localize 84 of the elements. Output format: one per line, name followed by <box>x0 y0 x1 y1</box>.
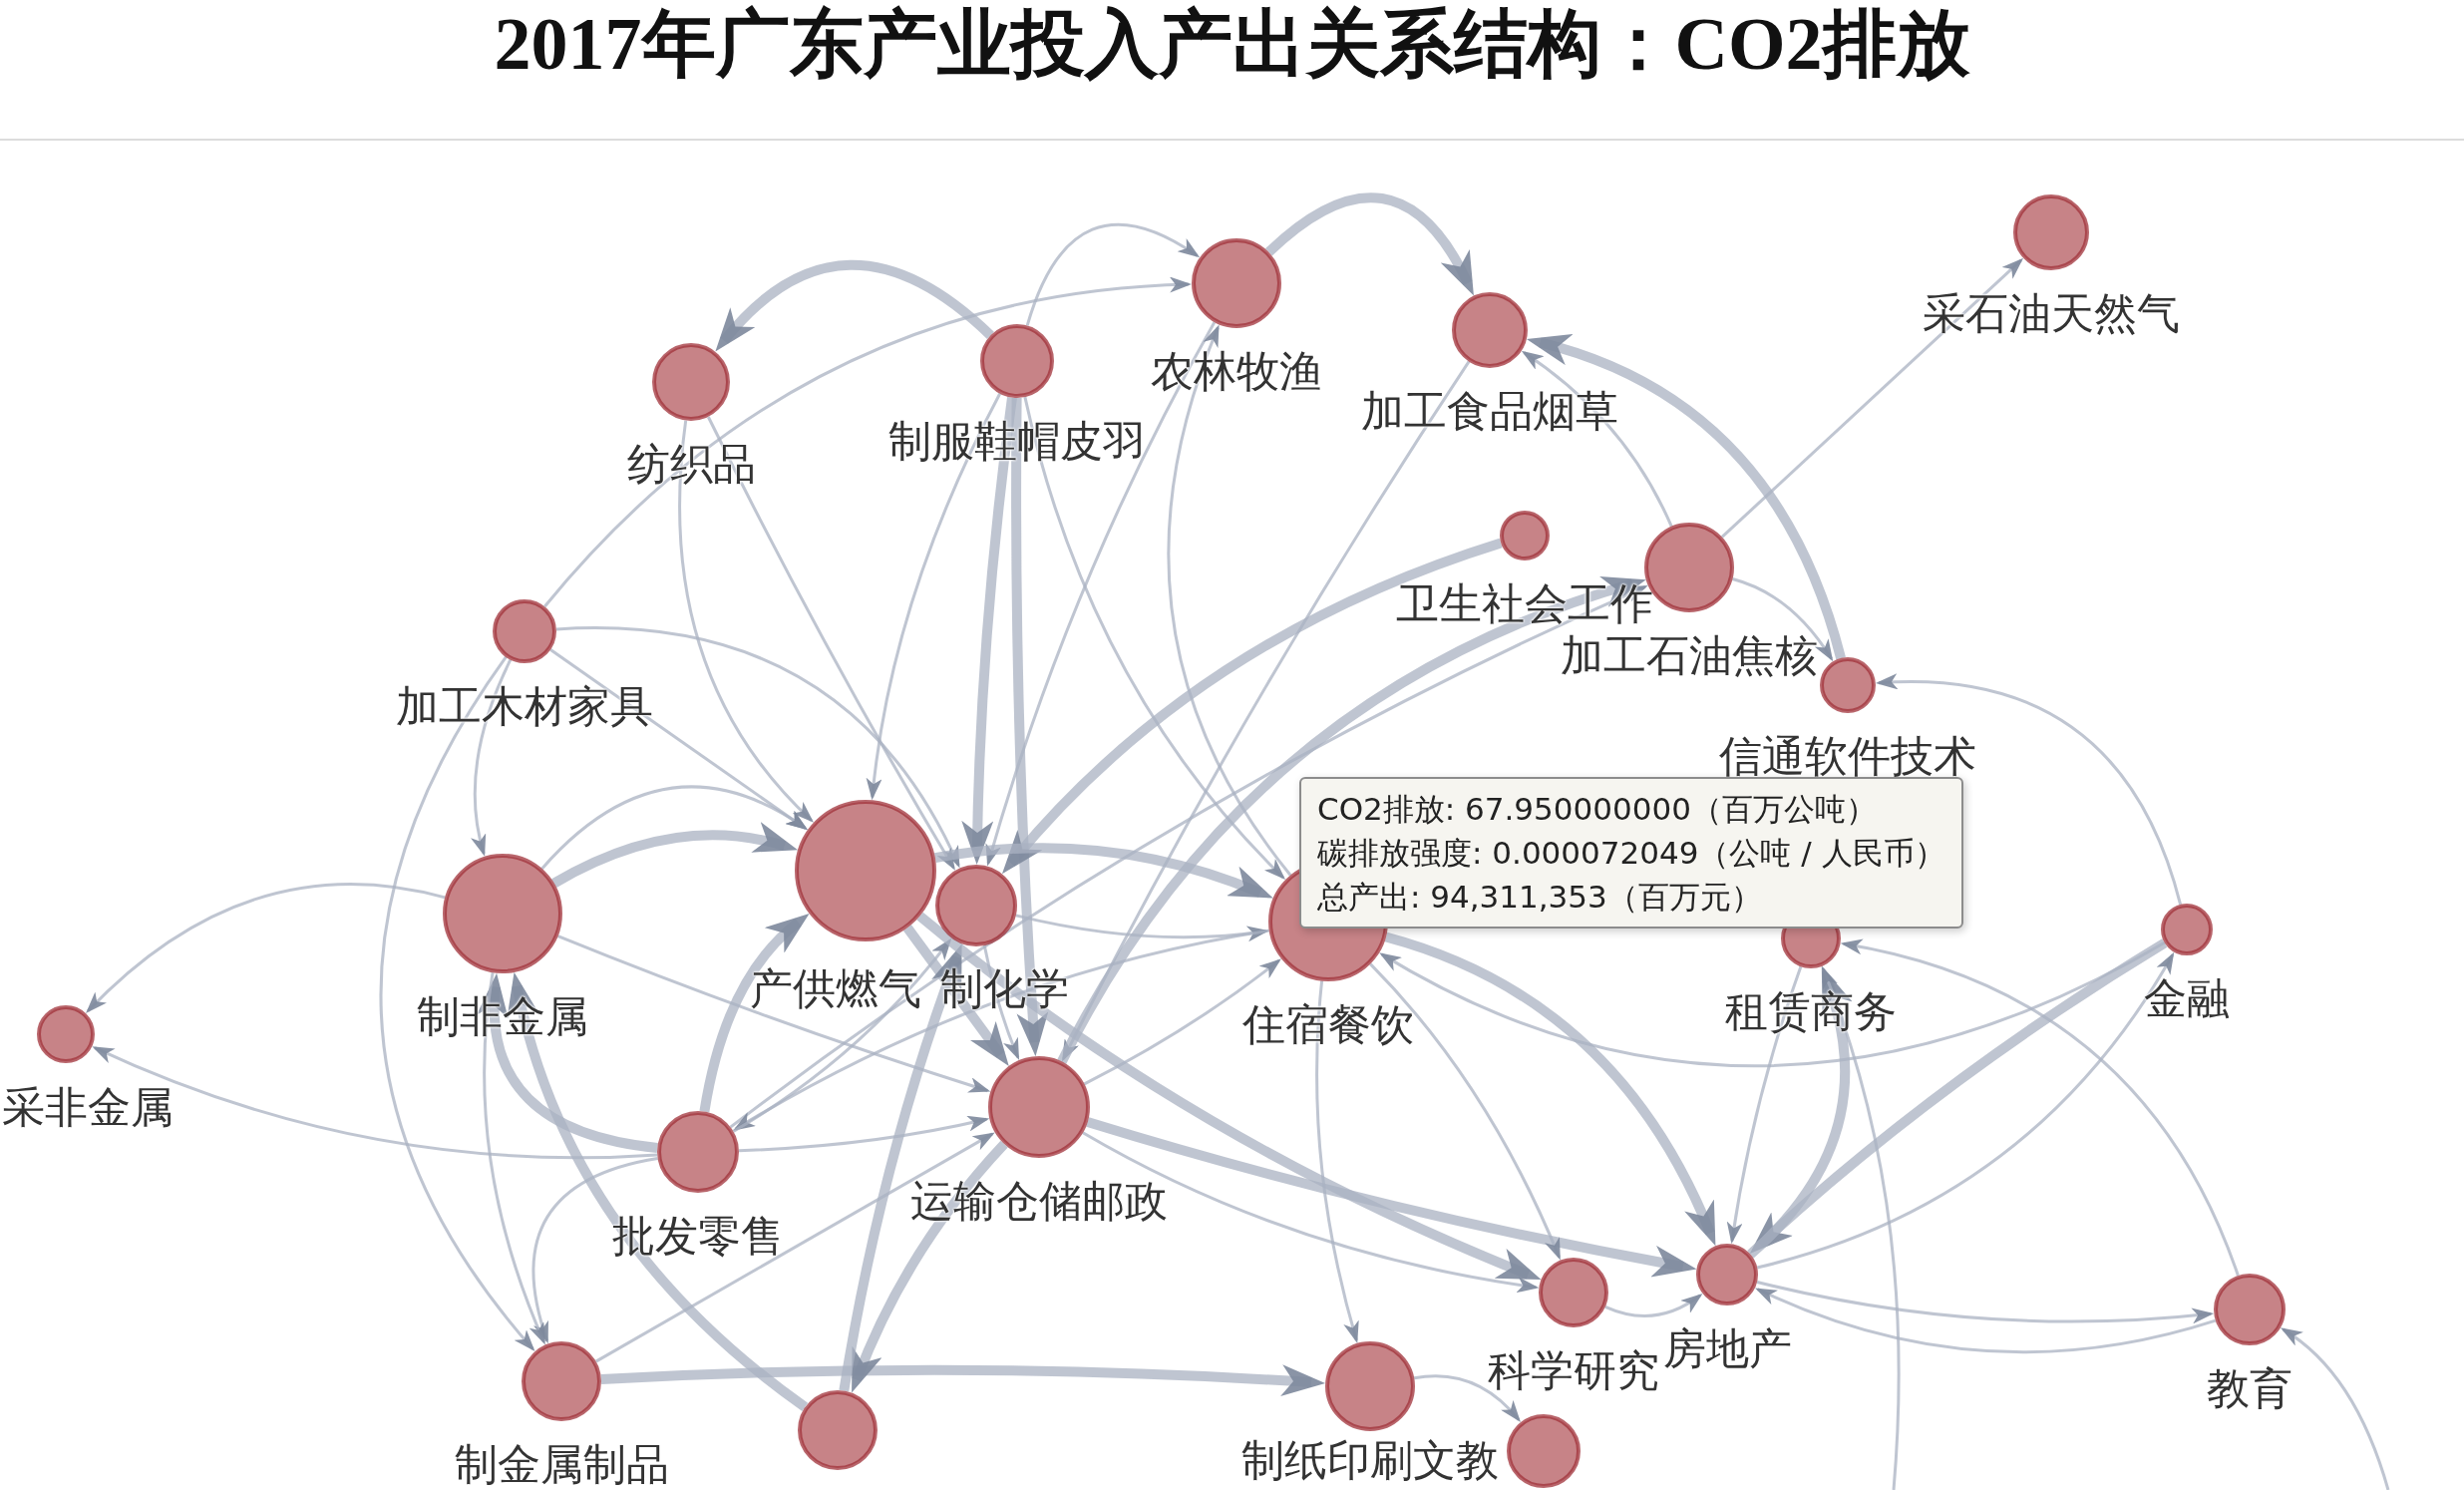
node-label: 加工石油焦核 <box>1561 632 1818 678</box>
arrow <box>738 1115 990 1153</box>
title: 2017年广东产业投入产出关系结构：CO2排放 <box>494 4 1970 84</box>
arrow <box>92 1046 658 1160</box>
arrow <box>678 420 814 823</box>
arrow <box>714 259 994 352</box>
arrow <box>706 416 955 871</box>
arrow <box>1604 1294 1703 1317</box>
arrow <box>733 929 1269 1131</box>
arrow <box>551 822 799 888</box>
arrow <box>483 972 545 1345</box>
arrow <box>543 277 1192 608</box>
node-label: 金融 <box>2144 975 2230 1021</box>
tooltip-text: 碳排放强度: 0.000072049（公吨 / 人民币） <box>1317 834 1945 873</box>
arrow <box>594 1132 995 1363</box>
arrow <box>1379 940 2166 1068</box>
arrow <box>902 925 1009 1066</box>
arrow <box>1086 1117 1697 1278</box>
node-label: 教育 <box>2207 1365 2292 1411</box>
node-label: 制化学 <box>939 965 1069 1011</box>
arrow <box>866 393 1002 801</box>
node-label: 信通软件技术 <box>1719 733 1976 779</box>
arrow <box>1726 965 1803 1245</box>
arrow <box>1414 1374 1522 1422</box>
arrow <box>1756 1281 2215 1324</box>
arrow <box>851 1140 1008 1393</box>
arrow <box>540 785 809 870</box>
arrow <box>1265 192 1475 296</box>
arrow <box>1732 577 1834 662</box>
node-label: 制服鞋帽皮羽 <box>888 418 1146 464</box>
node-label: 纺织品 <box>626 441 756 487</box>
arrow <box>729 584 1648 1129</box>
node-label: 制纸印刷文教 <box>1241 1437 1499 1483</box>
node-label: 科学研究 <box>1488 1347 1659 1393</box>
arrow <box>85 883 446 1013</box>
arrow <box>1822 965 1901 1490</box>
node-label: 制金属制品 <box>454 1441 669 1487</box>
arrow <box>1875 674 2183 906</box>
arrow <box>1384 931 1716 1247</box>
arrow <box>557 934 991 1093</box>
tooltip-text: 总产出: 94,311,353（百万元） <box>1317 878 1763 917</box>
tooltip-text: CO2排放: 67.950000000（百万公吨） <box>1317 790 1878 829</box>
arrow <box>982 944 1020 1061</box>
node-label: 农林牧渔 <box>1151 348 1322 394</box>
arrow <box>379 656 535 1352</box>
arrow <box>600 1364 1326 1397</box>
arrow <box>1315 980 1359 1343</box>
arrow <box>1057 577 1646 1064</box>
arrow <box>531 1156 658 1344</box>
arrow <box>1167 324 1292 877</box>
arrow <box>471 659 513 857</box>
arrow <box>1011 397 1049 1057</box>
node-label: 运输仓储邮政 <box>910 1178 1168 1224</box>
node-label: 采石油天然气 <box>1923 290 2180 336</box>
arrow <box>549 648 808 831</box>
arrow <box>1840 939 2240 1277</box>
arrow <box>1001 538 1503 874</box>
arrow <box>934 843 1273 899</box>
arrow <box>916 912 1542 1281</box>
arrow <box>1721 257 2024 539</box>
node-label: 采非金属 <box>2 1084 174 1130</box>
arrow <box>1083 958 1281 1086</box>
node-label: 制非金属 <box>417 993 588 1039</box>
node-label: 产供燃气 <box>750 965 921 1011</box>
node-label: 加工木材家具 <box>396 683 653 729</box>
node-label: 住宿餐饮 <box>1242 1001 1414 1047</box>
arrow <box>1527 335 1846 660</box>
arrow <box>699 913 810 1113</box>
node-label: 租赁商务 <box>1725 988 1897 1034</box>
node-label: 卫生社会工作 <box>1396 580 1653 626</box>
arrow <box>1082 1131 1540 1293</box>
node-label: 批发零售 <box>612 1213 784 1259</box>
arrow <box>1521 350 1673 528</box>
arrow <box>1369 962 1562 1261</box>
arrow <box>985 321 1217 867</box>
tooltip <box>1299 777 1963 929</box>
node-label: 房地产 <box>1662 1325 1792 1371</box>
arrow <box>555 626 960 869</box>
arrow <box>2281 1327 2390 1490</box>
arrow <box>1023 396 1285 881</box>
arrow <box>1025 222 1201 326</box>
arrow <box>508 971 809 1411</box>
node-label: 加工食品烟草 <box>1361 388 1618 434</box>
arrow <box>1754 1288 2217 1354</box>
